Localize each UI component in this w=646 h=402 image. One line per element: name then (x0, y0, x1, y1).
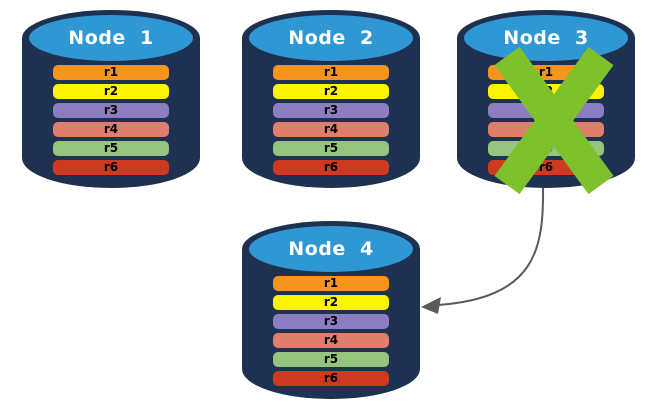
row-r4: r4 (273, 122, 389, 137)
row-r4: r4 (273, 333, 389, 348)
node-title: Node 2 (288, 27, 374, 49)
row-r1: r1 (53, 65, 169, 80)
row-list: r1 r2 r3 r4 r5 r6 (273, 65, 389, 175)
node-2: Node 2 r1 r2 r3 r4 r5 r6 (240, 8, 422, 193)
row-r4: r4 (53, 122, 169, 137)
row-r2: r2 (53, 84, 169, 99)
node-title: Node 4 (288, 238, 374, 260)
node-title: Node 3 (503, 27, 589, 49)
row-r1: r1 (273, 65, 389, 80)
row-r3: r3 (273, 103, 389, 118)
row-r5: r5 (53, 141, 169, 156)
row-r3: r3 (53, 103, 169, 118)
row-r6: r6 (273, 160, 389, 175)
node-4: Node 4 r1 r2 r3 r4 r5 r6 (240, 219, 422, 402)
arrow-head-icon (421, 297, 441, 314)
node-1: Node 1 r1 r2 r3 r4 r5 r6 (20, 8, 202, 193)
arrow-curve (437, 185, 545, 306)
row-r6: r6 (273, 371, 389, 386)
row-list: r1 r2 r3 r4 r5 r6 (273, 276, 389, 386)
row-r5: r5 (273, 352, 389, 367)
row-r5: r5 (273, 141, 389, 156)
row-r1: r1 (273, 276, 389, 291)
failure-x-icon (494, 46, 614, 195)
row-r3: r3 (273, 314, 389, 329)
node-title: Node 1 (68, 27, 154, 49)
row-r2: r2 (273, 295, 389, 310)
row-list: r1 r2 r3 r4 r5 r6 (53, 65, 169, 175)
row-r6: r6 (53, 160, 169, 175)
row-r2: r2 (273, 84, 389, 99)
